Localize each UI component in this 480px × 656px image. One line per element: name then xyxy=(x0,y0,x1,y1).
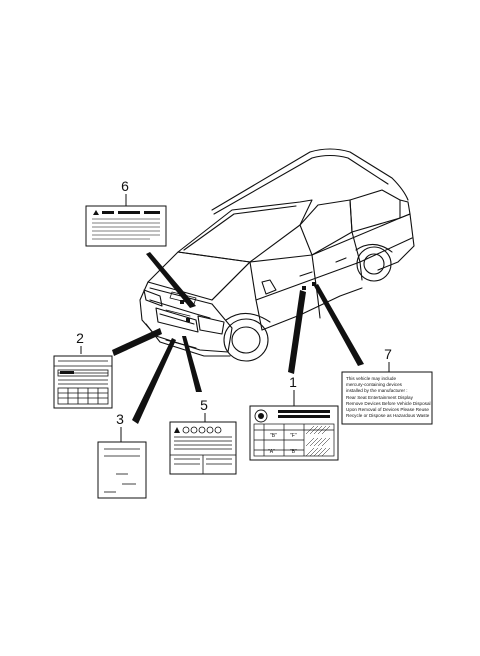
callout-7: 7 xyxy=(384,346,392,362)
label-7-line: mercury-containing devices xyxy=(346,382,403,387)
label-7-text: This vehicle may include mercury-contain… xyxy=(346,376,431,418)
label-7-line: This vehicle may include xyxy=(346,376,396,381)
label-1-cell: "B" xyxy=(270,433,277,439)
label-7-line: Remove Devices Before Vehicle Disposal xyxy=(346,401,431,406)
label-7-line: Rear Seat Entertainment Display xyxy=(346,395,414,400)
label-6 xyxy=(85,205,167,247)
leader-3 xyxy=(132,338,176,424)
warning-triangle-icon xyxy=(174,427,180,433)
hatched-area xyxy=(305,425,331,457)
leader-1 xyxy=(288,290,306,374)
callout-3: 3 xyxy=(116,411,124,427)
emblem-icon xyxy=(254,409,268,423)
leader-7 xyxy=(314,284,364,366)
label-1-cell: "A" xyxy=(268,449,275,455)
leader-tips xyxy=(180,282,316,322)
label-7-line: installed by the manufacturer : xyxy=(346,388,408,393)
label-7: This vehicle may include mercury-contain… xyxy=(341,371,433,425)
label-1: "B" "F" "A" "B" xyxy=(249,405,339,461)
label-7-line: Upon Removal of Devices Please Reuse xyxy=(346,407,429,412)
leader-6 xyxy=(146,252,196,308)
callout-2: 2 xyxy=(76,330,84,346)
callout-6: 6 xyxy=(121,178,129,194)
vehicle-illustration xyxy=(139,148,415,362)
callout-5: 5 xyxy=(200,397,208,413)
leader-5 xyxy=(182,336,202,392)
leader-lines xyxy=(112,252,364,424)
label-1-cell: "B" xyxy=(290,449,297,455)
label-1-cell: "F" xyxy=(290,433,297,439)
label-5 xyxy=(169,421,237,475)
warning-triangle-icon xyxy=(93,210,99,215)
label-7-line: Recycle or Dispose as Hazardous Waste xyxy=(346,413,430,418)
pictogram-circles xyxy=(182,426,222,434)
label-3 xyxy=(97,441,147,499)
label-2 xyxy=(53,355,113,409)
leader-2 xyxy=(112,328,162,356)
callout-1: 1 xyxy=(289,374,297,390)
